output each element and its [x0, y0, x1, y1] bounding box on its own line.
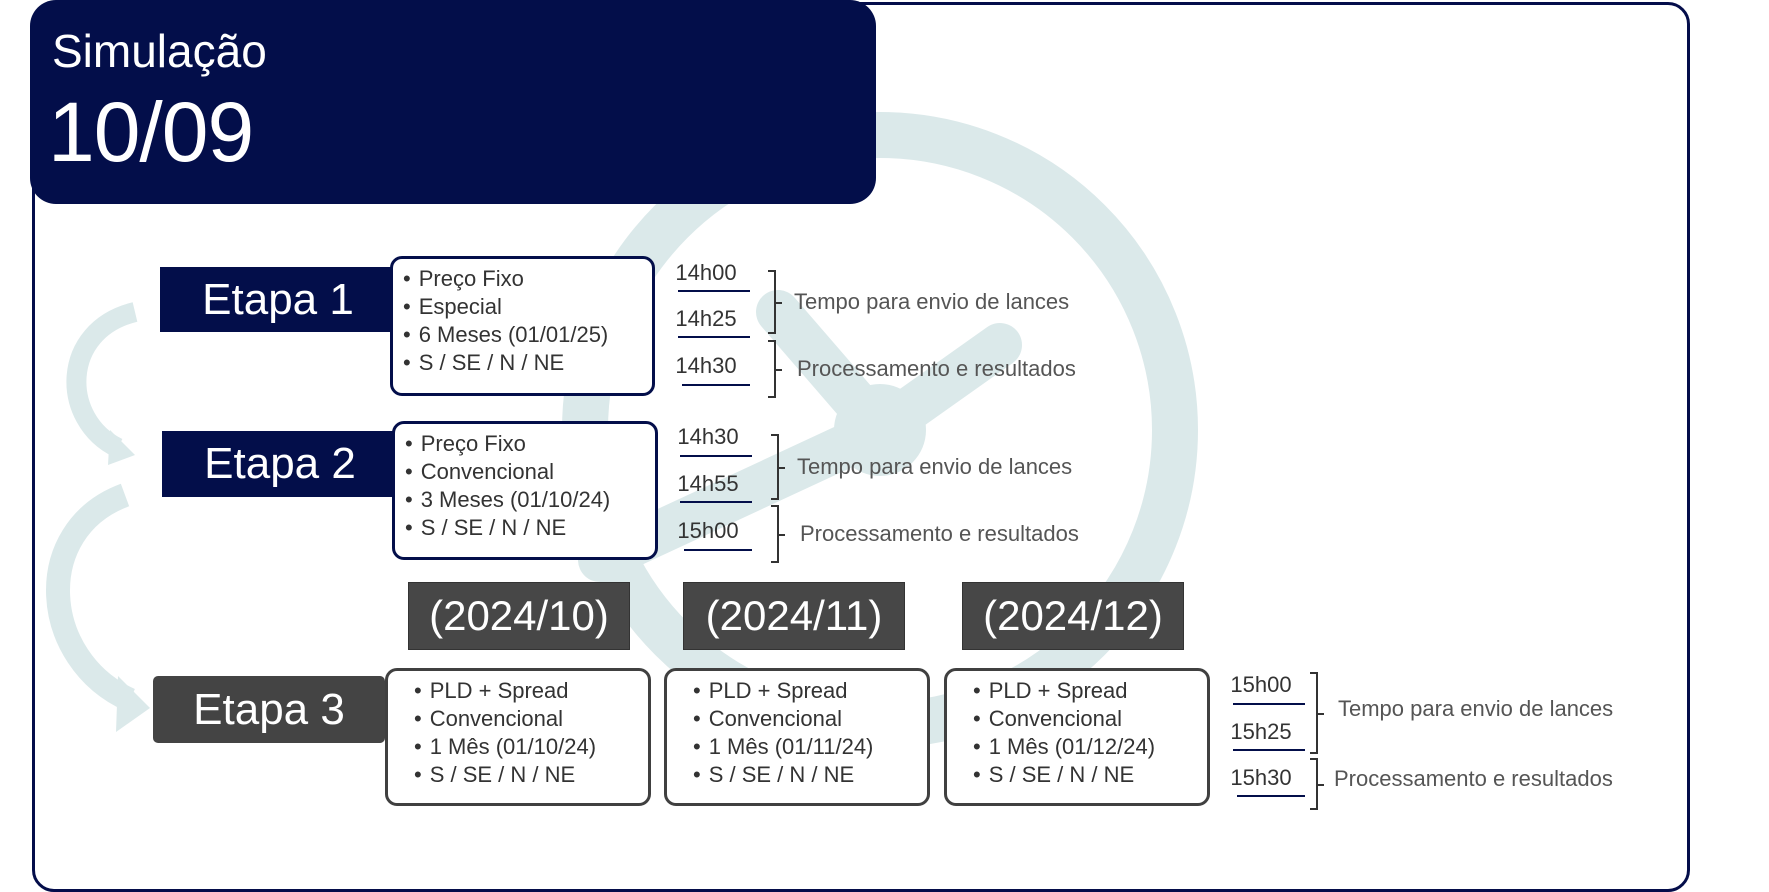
list-item: 1 Mês (01/11/24): [693, 733, 917, 761]
list-item: 1 Mês (01/12/24): [973, 733, 1197, 761]
etapa-3-box: PLD + Spread Convencional 1 Mês (01/10/2…: [385, 668, 651, 806]
list-item: PLD + Spread: [693, 677, 917, 705]
month-header: (2024/10): [408, 582, 630, 650]
page-title: Simulação: [52, 25, 267, 77]
time-underline: [680, 455, 752, 457]
list-item: Convencional: [414, 705, 638, 733]
note-process: Processamento e resultados: [800, 521, 1079, 546]
page-date: 10/09: [48, 85, 254, 179]
note-send: Tempo para envio de lances: [794, 289, 1070, 314]
time-result: 15h30: [1230, 765, 1292, 790]
list-item: Especial: [403, 293, 642, 321]
list-item: S / SE / N / NE: [414, 761, 638, 789]
time-underline: [678, 336, 750, 338]
etapa-3-label: Etapa 3: [153, 676, 385, 743]
list-item: PLD + Spread: [973, 677, 1197, 705]
time-underline: [684, 549, 752, 551]
time-underline: [682, 384, 750, 386]
bracket: [1310, 672, 1324, 754]
time-start: 14h00: [675, 260, 737, 285]
time-result: 15h00: [677, 518, 739, 543]
time-underline: [1237, 795, 1305, 797]
etapa-1-box: Preço Fixo Especial 6 Meses (01/01/25) S…: [390, 256, 655, 396]
list-item: Convencional: [973, 705, 1197, 733]
month-header: (2024/12): [962, 582, 1184, 650]
list-item: 1 Mês (01/10/24): [414, 733, 638, 761]
bracket: [771, 434, 785, 500]
note-process: Processamento e resultados: [797, 356, 1076, 381]
time-underline: [680, 501, 752, 503]
time-underline: [678, 290, 750, 292]
etapa-2-box: Preço Fixo Convencional 3 Meses (01/10/2…: [392, 421, 658, 560]
list-item: S / SE / N / NE: [973, 761, 1197, 789]
time-result: 14h30: [675, 353, 737, 378]
bracket: [768, 270, 782, 334]
title-banner: Simulação 10/09: [30, 0, 876, 204]
bracket: [768, 340, 782, 398]
etapa-1-label: Etapa 1: [160, 267, 396, 332]
list-item: Convencional: [405, 458, 645, 486]
note-process: Processamento e resultados: [1334, 766, 1613, 791]
note-send: Tempo para envio de lances: [797, 454, 1073, 479]
list-item: S / SE / N / NE: [405, 514, 645, 542]
etapa-3-box: PLD + Spread Convencional 1 Mês (01/12/2…: [944, 668, 1210, 806]
time-end: 14h25: [675, 306, 737, 331]
month-header: (2024/11): [683, 582, 905, 650]
list-item: 3 Meses (01/10/24): [405, 486, 645, 514]
list-item: S / SE / N / NE: [693, 761, 917, 789]
etapa-2-label: Etapa 2: [162, 431, 398, 497]
note-send: Tempo para envio de lances: [1338, 696, 1614, 721]
list-item: Preço Fixo: [405, 430, 645, 458]
list-item: 6 Meses (01/01/25): [403, 321, 642, 349]
time-end: 14h55: [677, 471, 739, 496]
time-end: 15h25: [1230, 719, 1292, 744]
etapa-3-box: PLD + Spread Convencional 1 Mês (01/11/2…: [664, 668, 930, 806]
list-item: Convencional: [693, 705, 917, 733]
time-underline: [1233, 749, 1305, 751]
time-start: 14h30: [677, 424, 739, 449]
time-start: 15h00: [1230, 672, 1292, 697]
time-underline: [1233, 703, 1305, 705]
bracket: [771, 505, 785, 563]
bracket: [1310, 758, 1324, 810]
list-item: PLD + Spread: [414, 677, 638, 705]
list-item: S / SE / N / NE: [403, 349, 642, 377]
list-item: Preço Fixo: [403, 265, 642, 293]
